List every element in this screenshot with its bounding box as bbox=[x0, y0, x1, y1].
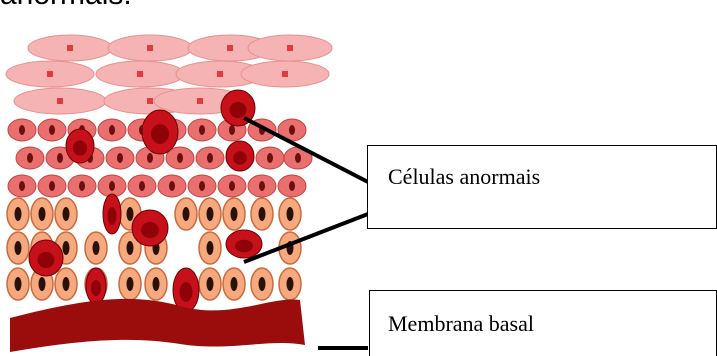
epithelial-cells bbox=[6, 35, 332, 312]
basal-cell-nucleus bbox=[39, 277, 46, 291]
basal-cell-nucleus bbox=[207, 277, 214, 291]
label-basal-membrane: Membrana basal bbox=[369, 290, 717, 356]
basal-cell-nucleus bbox=[63, 277, 70, 291]
abnormal-cell-core bbox=[108, 207, 117, 225]
abnormal-cell-core bbox=[235, 240, 253, 253]
spinous-cell-nucleus bbox=[117, 153, 123, 163]
basal-cell-nucleus bbox=[93, 241, 100, 255]
squamous-cell-nucleus bbox=[197, 98, 203, 104]
abnormal-cell-core bbox=[151, 124, 169, 144]
spinous-cell-nucleus bbox=[109, 125, 115, 135]
abnormal-cell-core bbox=[91, 280, 101, 296]
abnormal-cell-core bbox=[233, 151, 247, 165]
basal-cell-nucleus bbox=[231, 277, 238, 291]
spinous-cell-nucleus bbox=[199, 181, 205, 191]
basal-membrane-shape bbox=[10, 299, 305, 352]
basal-cell-nucleus bbox=[15, 207, 22, 221]
spinous-cell-nucleus bbox=[19, 125, 25, 135]
spinous-cell-nucleus bbox=[19, 181, 25, 191]
basal-cell-nucleus bbox=[259, 277, 266, 291]
spinous-cell-nucleus bbox=[147, 153, 153, 163]
spinous-cell-nucleus bbox=[199, 125, 205, 135]
squamous-cell-nucleus bbox=[57, 98, 63, 104]
basal-cell-nucleus bbox=[63, 207, 70, 221]
basal-cell-nucleus bbox=[15, 241, 22, 255]
basal-cell-nucleus bbox=[207, 207, 214, 221]
squamous-cell-nucleus bbox=[227, 45, 233, 51]
basal-cell-nucleus bbox=[127, 277, 134, 291]
basal-cell-nucleus bbox=[153, 277, 160, 291]
spinous-cell-nucleus bbox=[49, 181, 55, 191]
spinous-cell-nucleus bbox=[259, 181, 265, 191]
spinous-cell-nucleus bbox=[109, 181, 115, 191]
basal-cell-nucleus bbox=[207, 241, 214, 255]
squamous-cell-nucleus bbox=[287, 45, 293, 51]
squamous-cell-nucleus bbox=[217, 71, 223, 77]
abnormal-cell-core bbox=[38, 252, 55, 268]
basal-cell-nucleus bbox=[39, 207, 46, 221]
spinous-cell-nucleus bbox=[229, 181, 235, 191]
spinous-cell-nucleus bbox=[229, 125, 235, 135]
basal-cell-nucleus bbox=[287, 277, 294, 291]
squamous-cell-nucleus bbox=[137, 71, 143, 77]
spinous-cell-nucleus bbox=[177, 153, 183, 163]
basal-cell-nucleus bbox=[287, 207, 294, 221]
abnormal-cell-core bbox=[73, 140, 87, 155]
abnormal-cell-core bbox=[230, 102, 247, 118]
basal-cell-nucleus bbox=[259, 207, 266, 221]
abnormal-cell-core bbox=[141, 222, 159, 238]
basal-cell-nucleus bbox=[63, 241, 70, 255]
spinous-cell-nucleus bbox=[49, 125, 55, 135]
basal-cell-nucleus bbox=[231, 207, 238, 221]
basal-cell-nucleus bbox=[127, 241, 134, 255]
spinous-cell-nucleus bbox=[57, 153, 63, 163]
spinous-cell-nucleus bbox=[289, 125, 295, 135]
label-abnormal-cells: Células anormais bbox=[367, 145, 717, 229]
basal-cell-nucleus bbox=[183, 207, 190, 221]
spinous-cell-nucleus bbox=[207, 153, 213, 163]
squamous-cell-nucleus bbox=[147, 45, 153, 51]
squamous-cell-nucleus bbox=[67, 45, 73, 51]
basal-cell-nucleus bbox=[127, 207, 134, 221]
spinous-cell-nucleus bbox=[27, 153, 33, 163]
spinous-cell-nucleus bbox=[79, 181, 85, 191]
spinous-cell-nucleus bbox=[139, 181, 145, 191]
basal-cell-nucleus bbox=[15, 277, 22, 291]
abnormal-cell-core bbox=[180, 282, 193, 302]
spinous-cell-nucleus bbox=[289, 181, 295, 191]
spinous-cell-nucleus bbox=[169, 181, 175, 191]
spinous-cell-nucleus bbox=[267, 153, 273, 163]
squamous-cell-nucleus bbox=[147, 98, 153, 104]
squamous-cell-nucleus bbox=[282, 71, 288, 77]
squamous-cell-nucleus bbox=[47, 71, 53, 77]
spinous-cell-nucleus bbox=[295, 153, 301, 163]
